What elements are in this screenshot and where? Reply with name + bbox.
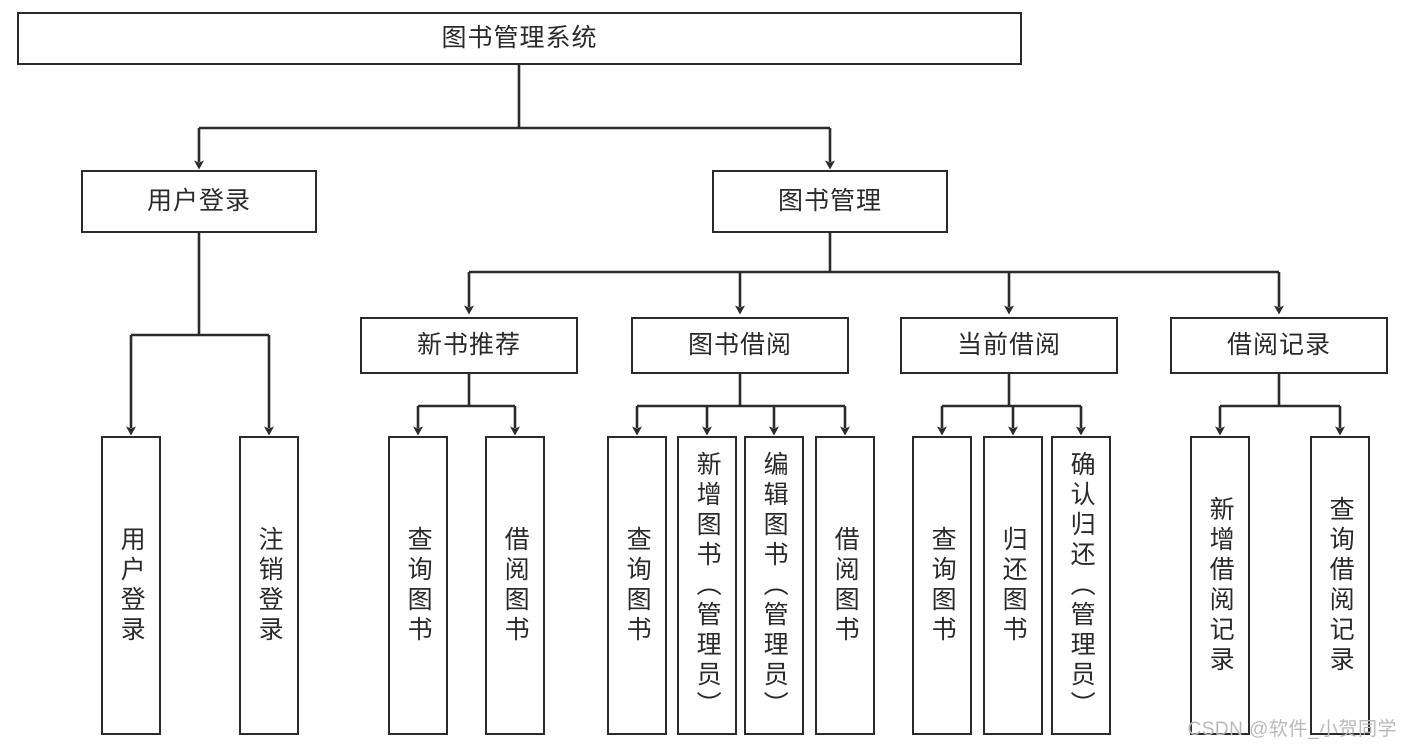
- node-borrow-record-label: 借阅记录: [1226, 330, 1331, 359]
- node-book-borrow-label: 图书借阅: [687, 330, 792, 359]
- node-leaf-query-book-b-label: 查询图书: [623, 525, 652, 646]
- node-leaf-borrow-book-a[interactable]: 借阅图书: [485, 436, 545, 735]
- node-leaf-query-record-label: 查询借阅记录: [1326, 495, 1355, 676]
- node-leaf-confirm-return[interactable]: 确认归还（管理员）: [1051, 436, 1111, 735]
- node-book-manage-label: 图书管理: [777, 186, 882, 215]
- node-user-login[interactable]: 用户登录: [81, 170, 317, 233]
- node-new-book-recommend[interactable]: 新书推荐: [360, 317, 578, 374]
- node-leaf-borrow-book-a-label: 借阅图书: [501, 525, 530, 646]
- node-leaf-query-book-b[interactable]: 查询图书: [607, 436, 667, 735]
- node-root-label: 图书管理系统: [441, 23, 598, 52]
- node-leaf-add-record-label: 新增借阅记录: [1206, 495, 1235, 676]
- node-leaf-logout[interactable]: 注销登录: [239, 436, 299, 735]
- node-leaf-confirm-return-label: 确认归还（管理员）: [1067, 450, 1096, 721]
- node-leaf-add-book[interactable]: 新增图书（管理员）: [677, 436, 737, 735]
- node-leaf-return-book[interactable]: 归还图书: [983, 436, 1043, 735]
- node-leaf-edit-book[interactable]: 编辑图书（管理员）: [744, 436, 804, 735]
- node-leaf-borrow-book-b[interactable]: 借阅图书: [815, 436, 875, 735]
- node-leaf-query-book-c[interactable]: 查询图书: [912, 436, 972, 735]
- node-leaf-logout-label: 注销登录: [255, 525, 284, 646]
- node-new-book-recommend-label: 新书推荐: [416, 330, 521, 359]
- node-leaf-edit-book-label: 编辑图书（管理员）: [760, 450, 789, 721]
- node-current-borrow[interactable]: 当前借阅: [900, 317, 1118, 374]
- node-current-borrow-label: 当前借阅: [956, 330, 1061, 359]
- node-book-borrow[interactable]: 图书借阅: [631, 317, 849, 374]
- node-leaf-query-book-c-label: 查询图书: [928, 525, 957, 646]
- node-leaf-add-book-label: 新增图书（管理员）: [693, 450, 722, 721]
- node-leaf-query-book-a-label: 查询图书: [404, 525, 433, 646]
- node-leaf-borrow-book-b-label: 借阅图书: [831, 525, 860, 646]
- node-leaf-return-book-label: 归还图书: [999, 525, 1028, 646]
- node-leaf-add-record[interactable]: 新增借阅记录: [1190, 436, 1250, 735]
- node-leaf-user-login-label: 用户登录: [117, 525, 146, 646]
- node-book-manage[interactable]: 图书管理: [712, 170, 948, 233]
- node-root[interactable]: 图书管理系统: [17, 12, 1022, 65]
- node-leaf-query-record[interactable]: 查询借阅记录: [1310, 436, 1370, 735]
- watermark: CSDN @软件_小贺同学: [1187, 719, 1397, 740]
- node-leaf-user-login[interactable]: 用户登录: [101, 436, 161, 735]
- node-borrow-record[interactable]: 借阅记录: [1170, 317, 1388, 374]
- node-leaf-query-book-a[interactable]: 查询图书: [388, 436, 448, 735]
- node-user-login-label: 用户登录: [146, 186, 251, 215]
